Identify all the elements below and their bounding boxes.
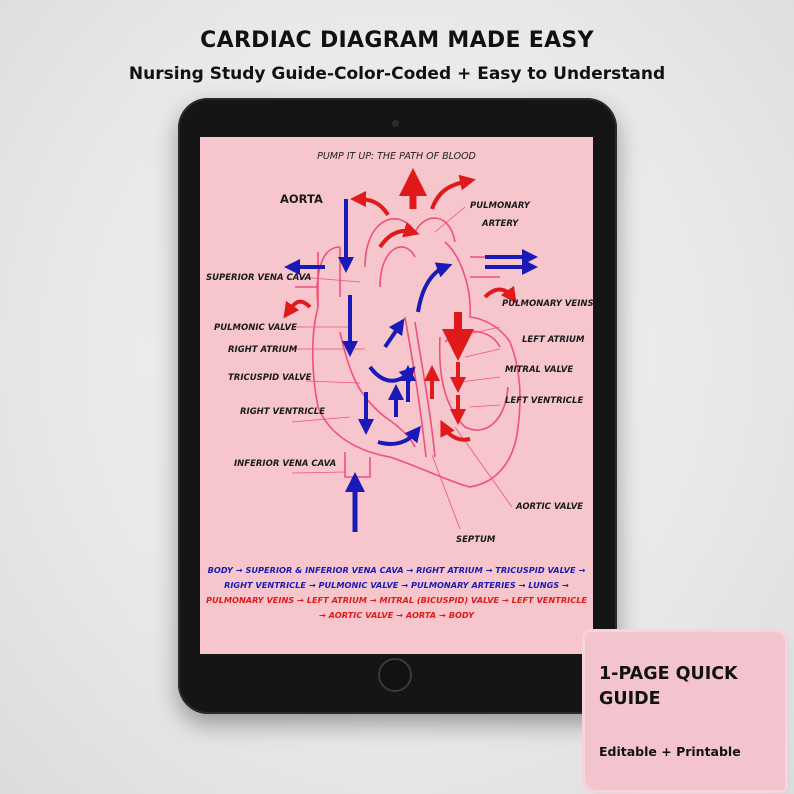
heart-outline bbox=[311, 241, 521, 488]
product-title: CARDIAC DIAGRAM MADE EASY bbox=[200, 28, 594, 53]
label-inferior-vena-cava: INFERIOR VENA CAVA bbox=[234, 459, 337, 469]
arrow-aorta-right bbox=[430, 174, 476, 210]
inferior-vena-cava-outline bbox=[344, 452, 371, 478]
arrow-pv-left bbox=[283, 299, 312, 319]
label-right-atrium: RIGHT ATRIUM bbox=[228, 345, 298, 355]
label-right-ventricle: RIGHT VENTRICLE bbox=[240, 407, 326, 417]
label-tricuspid-valve: TRICUSPID VALVE bbox=[228, 373, 312, 383]
heart-diagram bbox=[283, 168, 538, 532]
arrow-pulmonic bbox=[383, 318, 405, 349]
label-pulmonary-veins: PULMONARY VEINS bbox=[502, 299, 593, 309]
label-left-ventricle: LEFT VENTRICLE bbox=[505, 396, 584, 406]
product-subtitle: Nursing Study Guide-Color-Coded + Easy t… bbox=[128, 64, 666, 84]
camera-icon bbox=[392, 120, 399, 127]
label-mitral-valve: MITRAL VALVE bbox=[505, 365, 574, 375]
superior-vena-cava-outline bbox=[317, 247, 341, 307]
arrow-aorta-curve bbox=[378, 222, 420, 249]
label-pulmonic-valve: PULMONIC VALVE bbox=[214, 323, 297, 333]
label-pulmonary-artery-2: ARTERY bbox=[482, 219, 519, 229]
flow-line-4: → AORTIC VALVE → AORTA → BODY bbox=[319, 610, 474, 620]
arrow-pv-right bbox=[483, 285, 517, 304]
card-subtitle: Editable + Printable bbox=[599, 744, 741, 759]
label-left-atrium: LEFT ATRIUM bbox=[522, 335, 585, 345]
arrow-aorta-left bbox=[350, 191, 390, 217]
arrow-pa-up bbox=[416, 262, 453, 313]
label-superior-vena-cava: SUPERIOR VENA CAVA bbox=[206, 273, 312, 283]
arrow-rv-curve bbox=[377, 425, 422, 446]
tablet-screen: PUMP IT UP: THE PATH OF BLOOD bbox=[200, 137, 593, 654]
card-title: 1-PAGE QUICK GUIDE bbox=[599, 664, 738, 709]
label-aortic-valve: AORTIC VALVE bbox=[516, 502, 584, 512]
label-pulmonary-artery-1: PULMONARY bbox=[470, 201, 530, 211]
arrow-ra-to-rv bbox=[368, 365, 416, 384]
home-button[interactable] bbox=[378, 658, 412, 692]
flow-line-1: BODY → SUPERIOR & INFERIOR VENA CAVA → R… bbox=[207, 565, 586, 575]
aorta-outline bbox=[364, 217, 456, 268]
flow-line-3: PULMONARY VEINS → LEFT ATRIUM → MITRAL (… bbox=[205, 595, 588, 605]
flow-line-2: RIGHT VENTRICLE → PULMONIC VALVE → PULMO… bbox=[224, 580, 569, 590]
septum-outline bbox=[414, 321, 436, 458]
label-aorta: AORTA bbox=[280, 192, 323, 206]
diagram-title: PUMP IT UP: THE PATH OF BLOOD bbox=[317, 151, 476, 162]
quick-guide-card: 1-PAGE QUICK GUIDE Editable + Printable bbox=[585, 632, 785, 790]
arrow-lv-curve bbox=[440, 419, 471, 442]
label-septum: SEPTUM bbox=[456, 535, 496, 545]
